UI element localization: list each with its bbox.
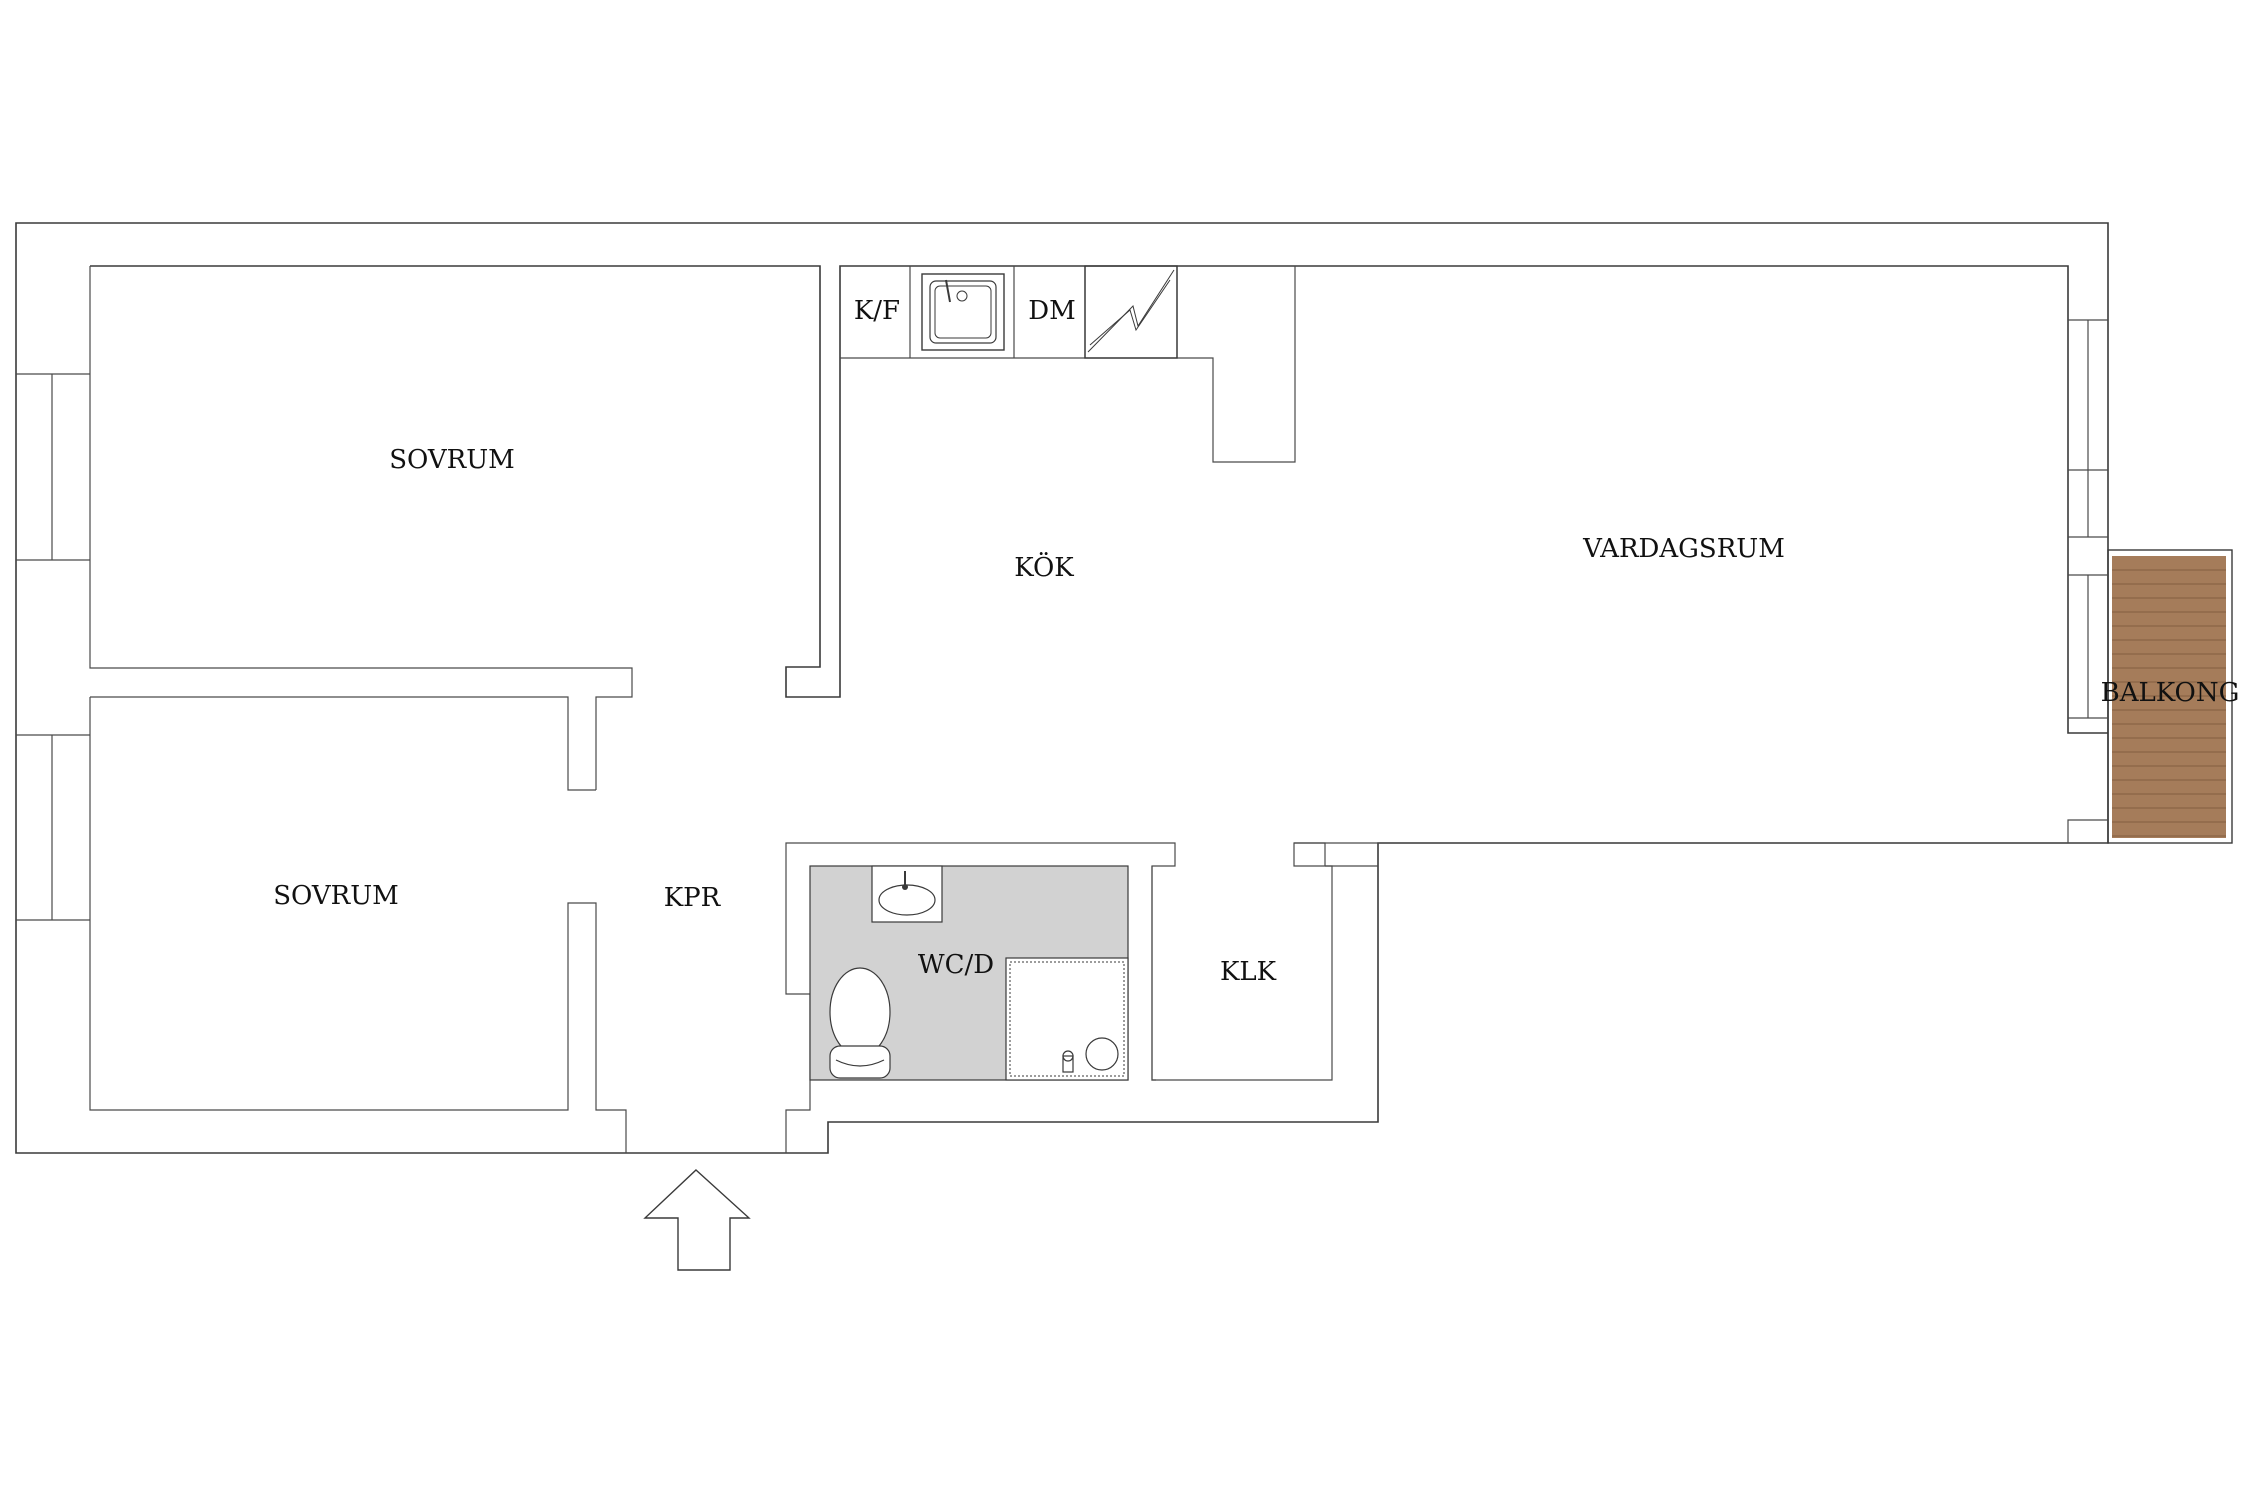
room-label-kpr: KPR [664, 883, 722, 913]
window-right [2068, 319, 2108, 719]
living-room-bottom [1294, 819, 2108, 844]
shower-icon [1005, 957, 1129, 1081]
window-left-bottom [16, 734, 90, 921]
room-label-klk: KLK [1220, 957, 1277, 987]
sink-icon [921, 273, 1005, 351]
room-label-wc: WC/D [918, 950, 994, 980]
room-label-dm: DM [1028, 296, 1075, 326]
room-label-vardagsrum: VARDAGSRUM [1582, 534, 1785, 564]
stove-icon [1084, 265, 1178, 359]
room-label-balkong: BALKONG [2101, 678, 2240, 708]
bedroom-top-outline [89, 266, 633, 790]
room-label-sovrum-bottom: SOVRUM [273, 881, 399, 911]
inner-wall [90, 265, 2108, 734]
room-label-sovrum-top: SOVRUM [389, 445, 515, 475]
entrance-arrow-icon [643, 1169, 751, 1271]
room-label-kok: KÖK [1014, 551, 1074, 583]
outer-wall [15, 222, 2109, 1154]
washbasin-icon [871, 865, 943, 923]
window-left-top [16, 373, 90, 561]
toilet-icon [829, 967, 891, 1079]
bedroom-bottom-outline [89, 696, 627, 1153]
room-label-kf: K/F [854, 296, 900, 326]
balcony [2107, 549, 2233, 844]
